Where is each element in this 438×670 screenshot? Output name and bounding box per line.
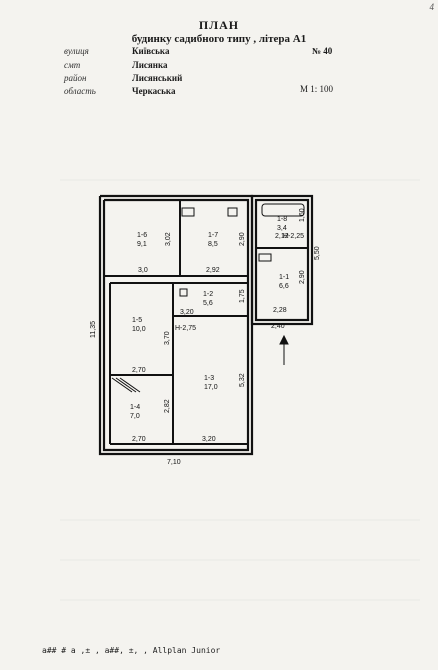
dimension: 2,70 xyxy=(132,367,146,374)
room-id: 1-5 xyxy=(132,317,142,324)
dimension: 1,75 xyxy=(239,289,246,303)
street-label: вулиця xyxy=(64,46,89,56)
region-label: область xyxy=(64,86,96,96)
town-label: смт xyxy=(64,60,81,70)
plan-title: ПЛАН xyxy=(198,18,240,32)
dimension: 3,20 xyxy=(202,436,216,443)
room-area: 3,4 xyxy=(277,225,287,232)
dimension: 2,28 xyxy=(273,307,287,314)
dimension: 2,12 xyxy=(275,233,289,240)
street-value: Київська xyxy=(132,46,170,56)
scale-label: М 1: 100 xyxy=(300,84,334,94)
room-id: 1-1 xyxy=(279,274,289,281)
dimension: 3,70 xyxy=(164,331,171,345)
dimension: 7,10 xyxy=(167,459,181,466)
house-number: № 40 xyxy=(312,46,333,56)
stair-hatch xyxy=(111,377,141,393)
dimension: 5,32 xyxy=(239,373,246,387)
town-value: Лисянка xyxy=(132,60,168,70)
dimension: 3,02 xyxy=(165,232,172,246)
dimension: 2,40 xyxy=(271,323,285,330)
entry-arrow xyxy=(279,334,289,365)
dimension: 2,92 xyxy=(206,267,220,274)
corner-mark: 4 xyxy=(429,2,435,12)
room-area: 7,0 xyxy=(130,413,140,420)
dimension-labels: 3,02 2,90 1,60 2,12 Н-2,25 5,50 3,0 2,92… xyxy=(90,208,321,466)
dimension: 5,50 xyxy=(314,246,321,260)
fixture-symbols xyxy=(179,203,305,297)
dimension: 2,90 xyxy=(299,270,306,284)
room-id: 1-2 xyxy=(203,291,213,298)
dimension: 2,70 xyxy=(132,436,146,443)
dimension: 2,82 xyxy=(164,399,171,413)
software-footer: а## # а ,± , а##, ±, , Allplan Junior xyxy=(42,646,221,655)
dimension: 11,35 xyxy=(90,321,97,338)
room-area: 8,5 xyxy=(208,241,218,248)
interior-walls xyxy=(104,200,308,445)
room-area: 9,1 xyxy=(137,241,147,248)
room-area: 10,0 xyxy=(132,326,146,333)
dimension: 1,60 xyxy=(299,208,306,222)
room-area: 6,6 xyxy=(279,283,289,290)
region-value: Черкаська xyxy=(132,86,176,96)
room-id: 1-8 xyxy=(277,216,287,223)
district-label: район xyxy=(64,73,87,83)
dimension: 3,0 xyxy=(138,267,148,274)
room-id: 1-4 xyxy=(130,404,140,411)
outer-walls xyxy=(98,194,314,456)
dimension: 3,20 xyxy=(180,309,194,316)
room-id: 1-3 xyxy=(204,375,214,382)
district-value: Лисянський xyxy=(132,73,183,83)
room-area: 5,6 xyxy=(203,300,213,307)
dimension: Н-2,25 xyxy=(283,233,304,240)
plan-subtitle: будинку садибного типу , літера А1 xyxy=(131,33,307,45)
room-area: 17,0 xyxy=(204,384,218,391)
room-id: 1-7 xyxy=(208,232,218,239)
dimension: 2,90 xyxy=(239,232,246,246)
room-labels: 1-6 9,1 1-7 8,5 1-8 3,4 1-2 5,6 1-1 6,6 … xyxy=(130,216,289,420)
dimension: Н-2,75 xyxy=(175,325,196,332)
room-id: 1-6 xyxy=(137,232,147,239)
